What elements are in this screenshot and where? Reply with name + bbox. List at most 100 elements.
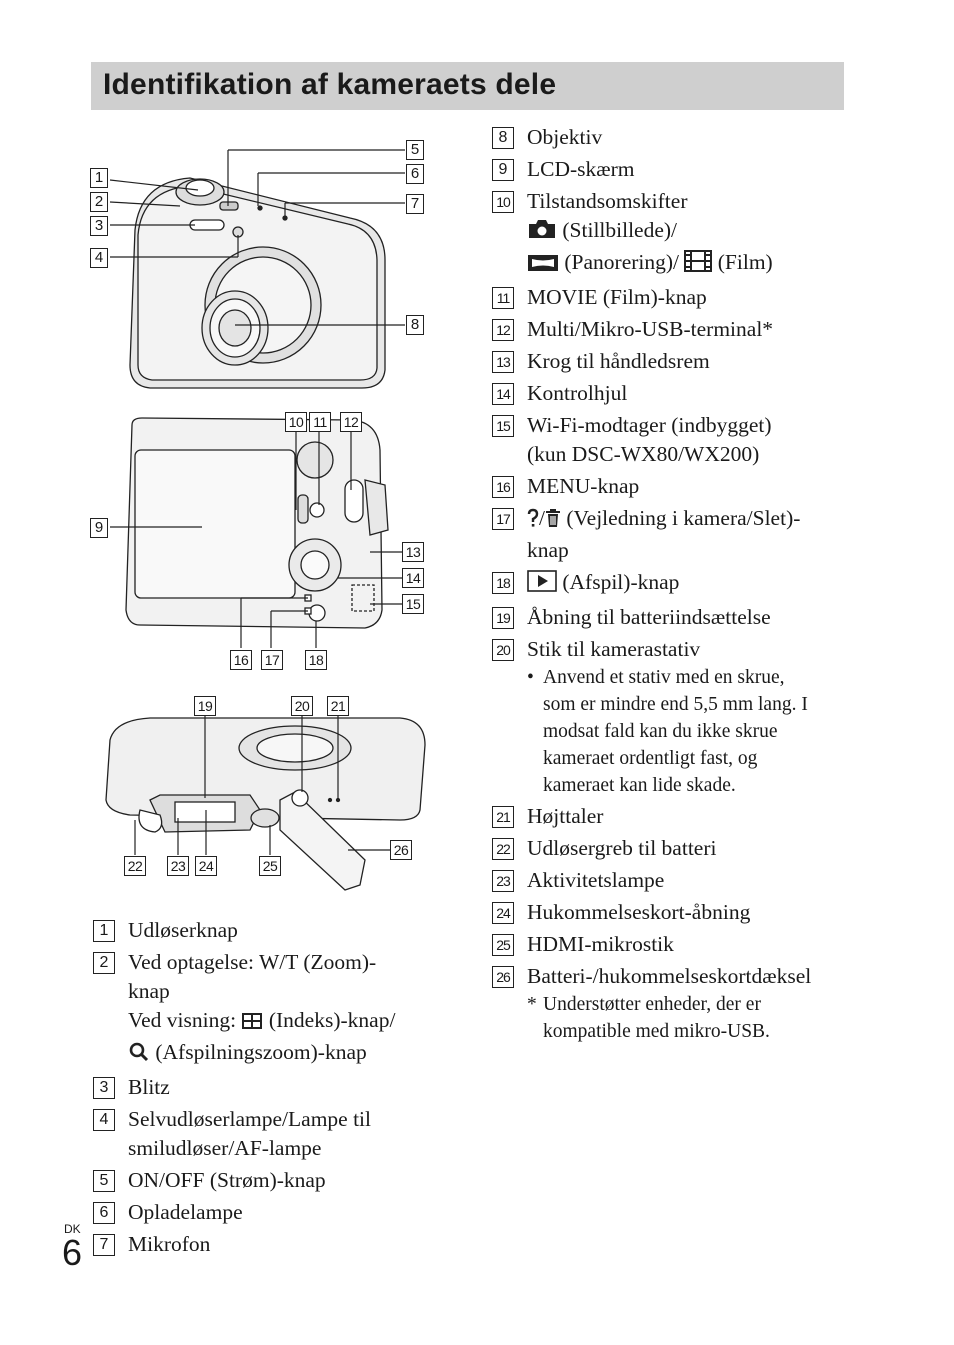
- item-number: 19: [492, 607, 514, 629]
- bullet: •: [527, 667, 534, 688]
- item-text: Selvudløserlampe/Lampe til: [128, 1107, 372, 1131]
- page-number: 6: [62, 1232, 83, 1273]
- view-zoom: (Afspilningszoom)-knap: [155, 1040, 367, 1064]
- item-text: knap: [128, 979, 170, 1003]
- item-text-play: (Afspil)-knap: [527, 568, 852, 600]
- footnote: * Understøtter enheder, der er kompatibl…: [527, 991, 852, 1045]
- item-number: 10: [492, 191, 514, 213]
- callout-5: 5: [406, 140, 424, 160]
- list-item: 22 Udløsergreb til batteri: [492, 834, 852, 863]
- item-text: Udløserknap: [128, 918, 238, 942]
- item-number: 11: [492, 287, 514, 309]
- callout-26: 26: [390, 840, 412, 860]
- item-number: 6: [93, 1202, 115, 1224]
- item-text: (kun DSC-WX80/WX200): [527, 442, 760, 466]
- camera-bottom-view: [105, 717, 426, 891]
- list-item: 4 Selvudløserlampe/Lampe til smiludløser…: [93, 1105, 453, 1163]
- parts-list-right: 8 Objektiv 9 LCD-skærm 10 Tilstandsomski…: [492, 123, 852, 1045]
- callout-23: 23: [167, 856, 189, 876]
- pano-label: (Panorering)/: [564, 250, 680, 274]
- callout-20: 20: [291, 696, 313, 716]
- play-label: (Afspil)-knap: [562, 570, 680, 594]
- item-number: 8: [492, 127, 514, 149]
- callout-2: 2: [90, 192, 108, 212]
- item-text: knap: [527, 538, 569, 562]
- item-number: 14: [492, 383, 514, 405]
- callout-25: 25: [259, 856, 281, 876]
- list-item: 15 Wi-Fi-modtager (indbygget) (kun DSC-W…: [492, 411, 852, 469]
- item-number: 3: [93, 1077, 115, 1099]
- callout-10: 10: [285, 412, 307, 432]
- item-text: MOVIE (Film)-knap: [527, 285, 707, 309]
- camera-still-icon: [527, 218, 557, 248]
- callout-16: 16: [230, 650, 252, 670]
- item-text-zoom: (Afspilningszoom)-knap: [128, 1038, 453, 1070]
- camera-back-view: [125, 417, 389, 629]
- list-item: 1 Udløserknap: [93, 916, 453, 945]
- list-item: 14 Kontrolhjul: [492, 379, 852, 408]
- item-number: 5: [93, 1170, 115, 1192]
- callout-12: 12: [340, 412, 362, 432]
- index-grid-icon: [241, 1009, 263, 1038]
- item-number: 17: [492, 508, 514, 530]
- item-number: 15: [492, 415, 514, 437]
- footnote-mark: *: [527, 994, 537, 1015]
- trash-icon: [545, 507, 561, 536]
- item-text: Udløsergreb til batteri: [527, 836, 717, 860]
- list-item: 11 MOVIE (Film)-knap: [492, 283, 852, 312]
- item-text: LCD-skærm: [527, 157, 635, 181]
- callout-8: 8: [406, 315, 424, 335]
- list-item: 6 Opladelampe: [93, 1198, 453, 1227]
- page-language: DK: [64, 1222, 81, 1236]
- footnote-line: Understøtter enheder, der er: [543, 994, 761, 1015]
- item-number: 7: [93, 1234, 115, 1256]
- still-label: (Stillbillede)/: [562, 218, 678, 242]
- item-text: Krog til håndledsrem: [527, 349, 710, 373]
- callout-18: 18: [305, 650, 327, 670]
- list-item: 24 Hukommelseskort-åbning: [492, 898, 852, 927]
- item-text: Stik til kamerastativ: [527, 637, 701, 661]
- item-text: smiludløser/AF-lampe: [128, 1136, 322, 1160]
- note-line: modsat fald kan du ikke skrue: [543, 721, 778, 742]
- item-number: 26: [492, 966, 514, 988]
- item-number: 4: [93, 1109, 115, 1131]
- item-number: 13: [492, 351, 514, 373]
- callout-6: 6: [406, 164, 424, 184]
- parts-list-left: 1 Udløserknap 2 Ved optagelse: W/T (Zoom…: [93, 916, 453, 1259]
- item-text: Hukommelseskort-åbning: [527, 900, 751, 924]
- callout-15: 15: [402, 594, 424, 614]
- film-icon: [684, 250, 713, 280]
- item-text: Aktivitetslampe: [527, 868, 665, 892]
- note-line: som er mindre end 5,5 mm lang. I: [543, 694, 808, 715]
- view-index: (Indeks)-knap/: [268, 1008, 396, 1032]
- item-text: Åbning til batteriindsættelse: [527, 605, 771, 629]
- item-text: Kontrolhjul: [527, 381, 628, 405]
- tripod-note: • Anvend et stativ med en skrue, som er …: [527, 664, 852, 799]
- item-number: 12: [492, 319, 514, 341]
- page-title: Identifikation af kameraets dele: [103, 68, 557, 101]
- callout-24: 24: [195, 856, 217, 876]
- note-line: kameraet ordentligt fast, og: [543, 748, 758, 769]
- item-text: Tilstandsomskifter: [527, 189, 688, 213]
- note-line: kameraet kan lide skade.: [543, 775, 736, 796]
- magnifier-icon: [128, 1041, 150, 1070]
- list-item: 2 Ved optagelse: W/T (Zoom)- knap Ved vi…: [93, 948, 453, 1070]
- callout-1: 1: [90, 168, 108, 188]
- film-label: (Film): [717, 250, 773, 274]
- list-item: 8 Objektiv: [492, 123, 852, 152]
- item-number: 23: [492, 870, 514, 892]
- callout-13: 13: [402, 542, 424, 562]
- item-text-view: Ved visning: (Indeks)-knap/: [128, 1006, 453, 1038]
- item-number: 2: [93, 952, 115, 974]
- list-item: 13 Krog til håndledsrem: [492, 347, 852, 376]
- item-number: 18: [492, 572, 514, 594]
- list-item: 19 Åbning til batteriindsættelse: [492, 603, 852, 632]
- list-item: 26 Batteri-/hukommelseskortdæksel * Unde…: [492, 962, 852, 1045]
- list-item: 12 Multi/Mikro-USB-terminal*: [492, 315, 852, 344]
- item-number: 22: [492, 838, 514, 860]
- item-number: 24: [492, 902, 514, 924]
- item-number: 9: [492, 159, 514, 181]
- item-text: Højttaler: [527, 804, 604, 828]
- list-item: 16 MENU-knap: [492, 472, 852, 501]
- list-item: 25 HDMI-mikrostik: [492, 930, 852, 959]
